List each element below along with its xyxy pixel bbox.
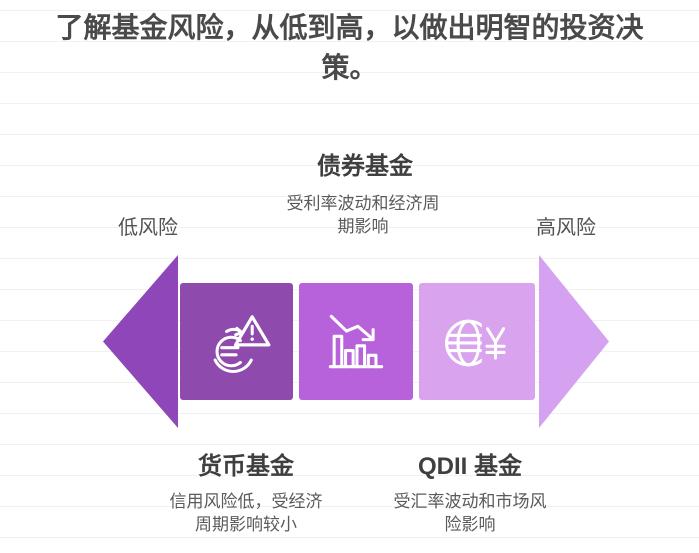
currency-risk-icon xyxy=(213,314,270,373)
globe-currency-icon xyxy=(445,319,506,366)
declining-chart-icon xyxy=(328,314,384,368)
left-arrow xyxy=(103,255,178,428)
qdii-fund-square xyxy=(419,283,535,400)
qdii-fund-description: 受汇率波动和市场风险影响 xyxy=(393,492,547,535)
money-fund-square xyxy=(180,283,293,400)
bond-fund-description: 受利率波动和经济周期影响 xyxy=(286,194,440,237)
low-risk-label: 低风险 xyxy=(118,217,178,239)
high-risk-label: 高风险 xyxy=(536,217,596,239)
qdii-fund-name: QDII 基金 xyxy=(417,453,522,480)
right-arrow xyxy=(539,255,609,428)
money-fund-name: 货币基金 xyxy=(198,453,294,480)
money-fund-description: 信用风险低，受经济周期影响较小 xyxy=(169,492,323,535)
bond-fund-square xyxy=(299,283,413,400)
bond-fund-name: 债券基金 xyxy=(317,153,413,180)
page-title: 了解基金风险，从低到高，以做出明智的投资决策。 xyxy=(55,12,644,83)
